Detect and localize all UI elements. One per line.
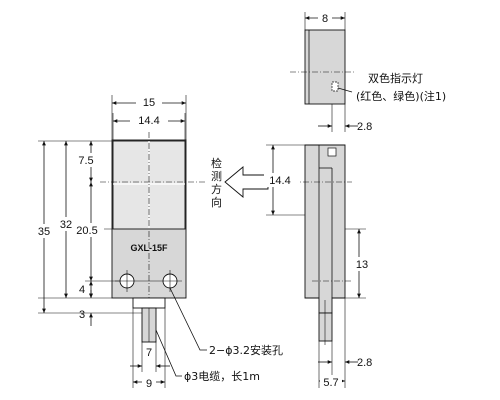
side-cable <box>318 312 333 342</box>
dim-20-5: 20.5 <box>76 225 97 237</box>
mounting-hole-note: 2−ϕ3.2安装孔 <box>209 343 283 357</box>
mounting-hole-leader <box>169 287 207 351</box>
led-leader <box>337 87 353 93</box>
cable-leader <box>155 329 182 377</box>
dim-side-2-8-bottom: 2.8 <box>357 357 372 369</box>
side-view: 14.4 13 2.8 5.7 <box>264 144 372 389</box>
direction-char-4: 向 <box>211 195 222 209</box>
dim-side-13: 13 <box>356 259 368 271</box>
led-note-line1: 双色指示灯 <box>368 71 423 85</box>
dim-height-32: 32 <box>60 219 72 231</box>
dim-9: 9 <box>146 378 152 390</box>
dim-side-8: 8 <box>322 13 328 25</box>
direction-char-2: 测 <box>211 170 222 183</box>
side-view-body <box>304 144 346 314</box>
front-leaders: 2−ϕ3.2安装孔 ϕ3电缆，长1m <box>155 287 283 383</box>
front-view: GXL-15F <box>100 132 205 343</box>
side-indicator-led <box>327 147 337 157</box>
dim-7-5: 7.5 <box>78 155 93 167</box>
dim-width-14-4: 14.4 <box>138 115 159 127</box>
model-label: GXL-15F <box>130 243 168 253</box>
led-note-line2: (红色、绿色)(注1) <box>356 89 446 103</box>
top-view: 8 2.8 双色指示灯 (红色、绿色)(注1) <box>290 11 446 133</box>
dim-side-14-4: 14.4 <box>269 175 290 187</box>
front-left-dimensions: 35 32 7.5 20.5 4 3 <box>34 140 142 326</box>
front-top-dimensions: 15 14.4 <box>111 95 187 140</box>
front-bottom-dimensions: 7 9 <box>130 308 170 390</box>
direction-char-3: 方 <box>211 182 222 196</box>
indicator-led <box>331 81 339 92</box>
cable-note: ϕ3电缆，长1m <box>184 370 260 383</box>
detection-direction: 检 测 方 向 <box>211 156 269 209</box>
dim-height-35: 35 <box>38 226 50 238</box>
detection-arrow-icon <box>224 166 269 198</box>
dim-3: 3 <box>79 309 85 321</box>
dim-7: 7 <box>146 347 152 359</box>
dim-side-5-7: 5.7 <box>323 377 338 389</box>
top-view-body <box>304 29 346 105</box>
direction-char-1: 检 <box>211 156 222 170</box>
dim-width-15: 15 <box>143 97 155 109</box>
dim-side-2-8-top: 2.8 <box>357 121 372 133</box>
cable-gland <box>132 297 166 309</box>
dim-4: 4 <box>79 284 85 296</box>
